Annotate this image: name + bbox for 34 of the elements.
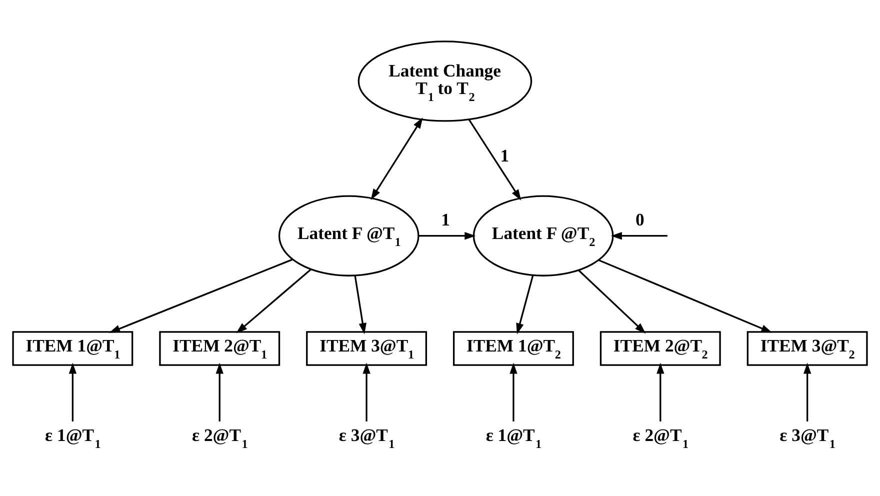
- edge-label: 0: [635, 210, 644, 230]
- node-ellipse: Latent F @T$_{1}$: [278, 195, 420, 276]
- node-box: ITEM 1@T$_{1}$: [12, 331, 134, 366]
- node-ellipse: Latent F @T$_{2}$: [472, 195, 614, 276]
- arrow: [803, 362, 812, 422]
- edge-label: 1: [500, 146, 510, 166]
- arrow: [109, 258, 293, 333]
- node-ellipse: Latent Change T$_{1}$ to T$_{2}$: [358, 40, 532, 122]
- arrow: [370, 117, 423, 200]
- arrow: [362, 362, 370, 422]
- node-box: ITEM 2@T$_{2}$: [600, 331, 721, 366]
- arrow: [598, 259, 772, 333]
- arrow: [216, 362, 224, 422]
- node-text: ε 3@T$_{1}$: [780, 425, 836, 452]
- edge-label: 1: [441, 210, 450, 230]
- node-text: ε 1@T$_{1}$: [486, 425, 542, 452]
- arrow: [610, 232, 668, 240]
- arrow: [354, 275, 366, 334]
- node-text: ε 3@T$_{1}$: [338, 425, 395, 452]
- node-text: ε 1@T$_{1}$: [45, 425, 101, 452]
- node-text: ε 2@T$_{1}$: [632, 425, 689, 452]
- arrow: [578, 270, 646, 334]
- arrow: [68, 362, 77, 422]
- arrow: [236, 268, 312, 334]
- node-box: ITEM 3@T$_{2}$: [746, 331, 868, 366]
- arrow: [468, 119, 522, 200]
- node-box: ITEM 2@T$_{1}$: [159, 331, 280, 366]
- arrow: [656, 362, 664, 422]
- arrow: [516, 275, 534, 334]
- arrow: [510, 362, 518, 422]
- node-box: ITEM 3@T$_{1}$: [306, 331, 428, 366]
- node-box: ITEM 1@T$_{2}$: [452, 331, 574, 366]
- node-text: ε 2@T$_{1}$: [192, 425, 248, 452]
- arrow: [419, 232, 476, 240]
